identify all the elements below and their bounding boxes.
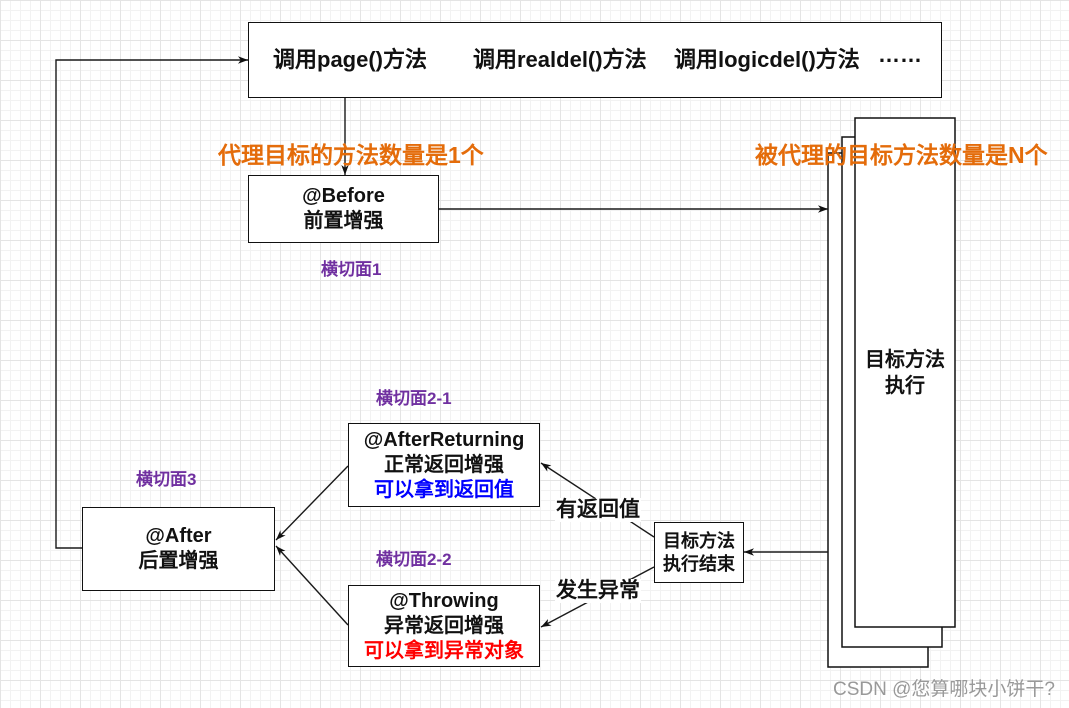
throwing-advice-box: @Throwing 异常返回增强 可以拿到异常对象 (348, 585, 540, 667)
aspect-label-1: 横切面1 (321, 260, 382, 279)
after-title: @After (145, 525, 212, 547)
target-method-label: 目标方法 执行 (855, 118, 955, 627)
aspect-label-2-1: 横切面2-1 (376, 389, 452, 408)
before-advice-title: @Before (302, 185, 385, 207)
after-returning-advice-box: @AfterReturning 正常返回增强 可以拿到返回值 (348, 423, 540, 507)
annotation-single-target-count: 代理目标的方法数量是1个 (218, 142, 484, 168)
arrow-after-loop-to-invocations (55, 56, 248, 549)
target-method-stack-front (854, 117, 956, 628)
after-advice-box: @After 后置增强 (82, 507, 275, 591)
watermark: CSDN @您算哪块小饼干? (833, 679, 1055, 700)
target-finished-line-1: 目标方法 (663, 530, 735, 551)
edge-label-has-return-value: 有返回值 (555, 498, 641, 522)
arrow-throwing-to-after (275, 545, 349, 626)
arrow-after-returning-to-after (275, 465, 349, 541)
before-advice-box: @Before 前置增强 (248, 175, 439, 243)
before-advice-subtitle: 前置增强 (303, 210, 384, 232)
after-returning-subtitle: 正常返回增强 (384, 453, 504, 476)
invocation-more: …… (878, 42, 922, 67)
throwing-subtitle: 异常返回增强 (384, 614, 504, 637)
target-finished-line-2: 执行结束 (663, 553, 735, 574)
after-returning-title: @AfterReturning (363, 428, 525, 451)
invocation-page: 调用page()方法 (273, 47, 428, 72)
edge-label-exception-thrown: 发生异常 (555, 579, 641, 603)
invocation-logicdel: 调用logicdel()方法 (674, 47, 860, 72)
throwing-note: 可以拿到异常对象 (364, 639, 524, 662)
target-method-label-line-2: 执行 (885, 374, 925, 397)
target-method-finished-box: 目标方法 执行结束 (654, 522, 744, 583)
annotation-multiple-target-count: 被代理的目标方法数量是N个 (755, 142, 1048, 168)
method-invocations-box: 调用page()方法 调用realdel()方法 调用logicdel()方法 … (248, 22, 942, 98)
aspect-label-2-2: 横切面2-2 (376, 550, 452, 569)
throwing-title: @Throwing (389, 589, 499, 612)
after-returning-note: 可以拿到返回值 (374, 478, 514, 501)
after-subtitle: 后置增强 (138, 550, 219, 572)
target-method-label-line-1: 目标方法 (865, 348, 945, 371)
aspect-label-3: 横切面3 (136, 470, 197, 489)
invocation-realdel: 调用realdel()方法 (473, 47, 647, 72)
